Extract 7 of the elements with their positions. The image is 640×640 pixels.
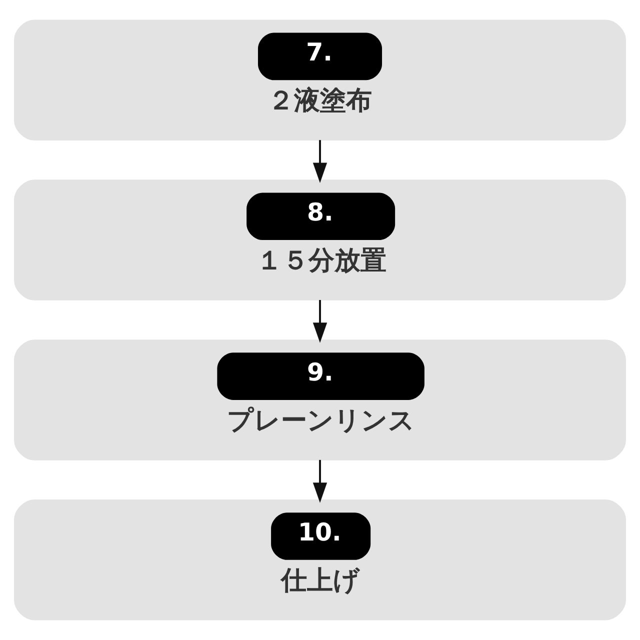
arrow xyxy=(312,300,328,343)
node-box: 9. プレーンリンス xyxy=(14,340,626,460)
node-box: 10. 仕上げ xyxy=(14,500,626,620)
arrow xyxy=(312,140,328,183)
node-box: 7. ２液塗布 xyxy=(14,20,626,140)
arrow xyxy=(312,460,328,503)
node-box: 8. １５分放置 xyxy=(14,180,626,300)
